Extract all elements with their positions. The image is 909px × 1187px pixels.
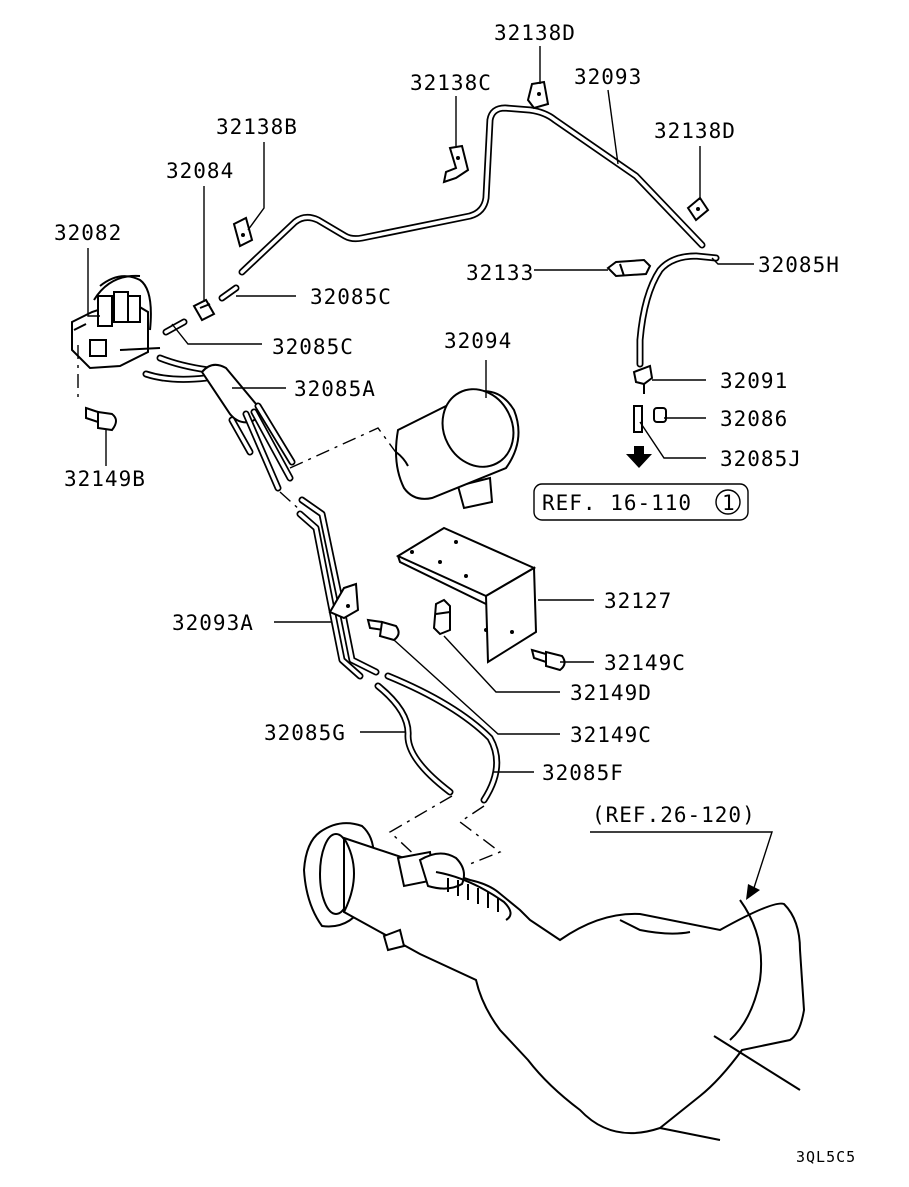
- connector-32084: [192, 298, 216, 322]
- solenoid-valve-32082: [71, 274, 161, 370]
- ref-16-110-text: REF. 16-110: [542, 491, 692, 515]
- valve-32133: [606, 258, 652, 278]
- label-32093a[interactable]: 32093A: [172, 611, 254, 635]
- label-32085j[interactable]: 32085J: [720, 447, 802, 471]
- label-32093[interactable]: 32093: [574, 65, 642, 89]
- ref-26-120-label[interactable]: (REF.26-120): [592, 803, 756, 827]
- clip-32138c: [442, 144, 470, 184]
- label-32138d-right[interactable]: 32138D: [654, 119, 736, 143]
- label-32138c[interactable]: 32138C: [410, 71, 492, 95]
- label-32127[interactable]: 32127: [604, 589, 672, 613]
- bolt-32149b: [77, 345, 117, 432]
- label-32086[interactable]: 32086: [720, 407, 788, 431]
- label-32149c-lower[interactable]: 32149C: [570, 723, 652, 747]
- hose-32085h: [636, 252, 720, 368]
- label-32082[interactable]: 32082: [54, 221, 122, 245]
- dashline-tubes: [279, 491, 301, 511]
- tube-32093: [238, 104, 706, 276]
- label-32094[interactable]: 32094: [444, 329, 512, 353]
- rear-axle: [302, 822, 806, 1141]
- dashline-g: [388, 795, 453, 861]
- hose-bundle-32085a: [142, 354, 296, 492]
- bolt-32149c-lower: [366, 618, 400, 642]
- label-32085g[interactable]: 32085G: [264, 721, 346, 745]
- bolt-32149c-right: [530, 648, 566, 672]
- bolt-32149d: [432, 598, 451, 636]
- label-32138b[interactable]: 32138B: [216, 115, 298, 139]
- label-32149c-right[interactable]: 32149C: [604, 651, 686, 675]
- leader-lines: [87, 46, 773, 900]
- diagram-code: 3QL5C5: [796, 1148, 856, 1166]
- connector-32091: [632, 364, 654, 394]
- dashline-canister: [289, 427, 401, 469]
- hose-32085g: [374, 682, 454, 796]
- ref-16-110-number: 1: [722, 491, 736, 515]
- label-32085c-upper[interactable]: 32085C: [310, 285, 392, 309]
- label-32133[interactable]: 32133: [466, 261, 534, 285]
- label-32085c-lower[interactable]: 32085C: [272, 335, 354, 359]
- label-32085f[interactable]: 32085F: [542, 761, 624, 785]
- dashline-f: [458, 805, 502, 865]
- label-32138d-top[interactable]: 32138D: [494, 21, 576, 45]
- clip-32138b: [232, 216, 254, 248]
- ref-box-16-110[interactable]: REF. 16-110 1: [533, 483, 749, 521]
- label-32149d[interactable]: 32149D: [570, 681, 652, 705]
- label-32084[interactable]: 32084: [166, 159, 234, 183]
- label-32085a[interactable]: 32085A: [294, 377, 376, 401]
- clip-32138d-top: [526, 80, 550, 110]
- tube-32093a: [296, 496, 380, 680]
- label-32085h[interactable]: 32085H: [758, 253, 840, 277]
- hose-32085j: [633, 405, 643, 433]
- label-32149b[interactable]: 32149B: [64, 467, 146, 491]
- bracket-32127: [395, 526, 538, 664]
- clip-32138d-right: [686, 196, 710, 222]
- label-32091[interactable]: 32091: [720, 369, 788, 393]
- arrow-down-icon: [626, 446, 652, 468]
- canister-32094: [395, 388, 520, 510]
- cap-32086: [653, 407, 667, 423]
- hose-32085c-upper: [218, 284, 240, 302]
- hose-32085f: [384, 672, 501, 804]
